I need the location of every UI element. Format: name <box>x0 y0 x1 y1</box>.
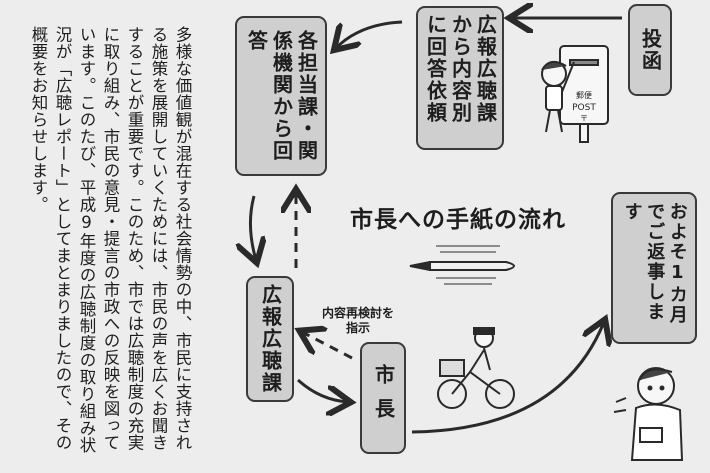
node-kakutantou: 各担当課・関係機関から回答 <box>235 16 327 176</box>
node-kakutantou-label: 各担当課・関係機関から回答 <box>244 30 319 162</box>
mailbox-illustration: 郵便 POST 〒 <box>559 45 609 143</box>
node-henji: およそ1カ月でご返事します <box>611 192 697 344</box>
mailbox-label-mark: 〒 <box>580 114 588 123</box>
node-kouhou-kouchou-label: 広報広聴課 <box>258 284 283 394</box>
pen-illustration <box>409 245 515 285</box>
arrow-kouchou-to-kakutan <box>336 20 403 48</box>
node-henji-label: およそ1カ月でご返事します <box>621 202 688 325</box>
arrow-shichou-to-henji <box>411 322 604 434</box>
node-kouchou-ka: 広報広聴課から内容別に回答依頼 <box>416 6 504 150</box>
arrow-kouhou-to-shichou <box>296 378 348 402</box>
node-toukan-label: 投函 <box>638 28 663 72</box>
child-figure <box>541 60 575 133</box>
diagram-title: 市長への手紙の流れ <box>350 207 566 233</box>
intro-paragraph: 多様な価値観が混在する社会情勢の中、市民に支持される施策を展開していくためには、… <box>29 26 192 454</box>
arrow-kakutan-to-kouhou <box>250 195 256 260</box>
mailbox-label-post: POST <box>572 103 596 113</box>
node-kouhou-kouchou: 広報広聴課 <box>246 276 294 402</box>
node-shichou: 市長 <box>360 342 406 454</box>
postman-bicycle-illustration <box>437 327 515 409</box>
node-shichou-label: 市長 <box>371 364 396 432</box>
node-toukan: 投函 <box>628 4 672 96</box>
mailbox-label-yuubin: 郵便 <box>576 90 592 100</box>
person-with-letter-illustration <box>613 367 684 461</box>
node-kouchou-ka-label: 広報広聴課から内容別に回答依頼 <box>423 14 498 124</box>
recheck-note: 内容再検討を指示 <box>321 306 394 335</box>
